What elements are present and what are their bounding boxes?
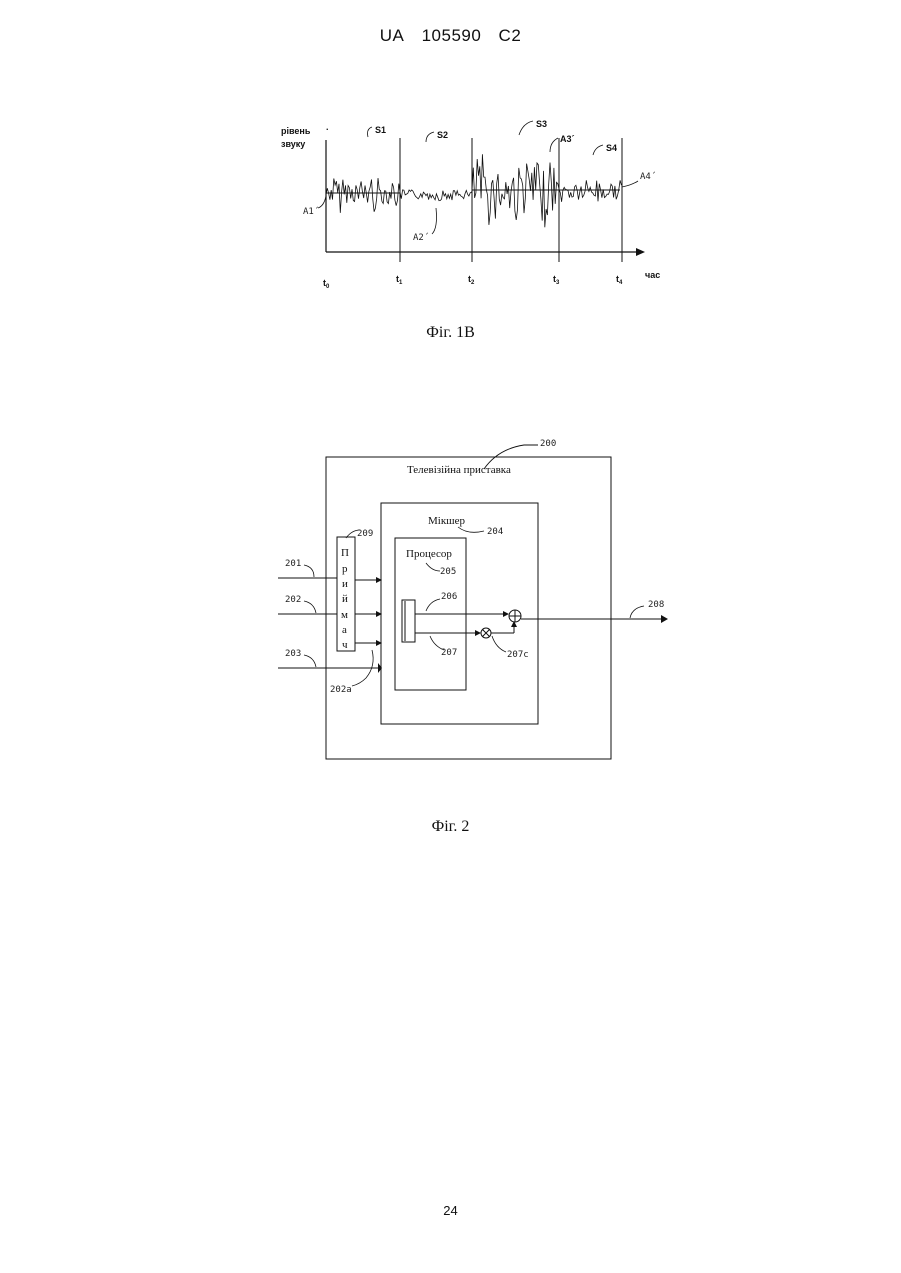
- figure-1b-caption: Фіг. 1В: [0, 324, 901, 342]
- receiver-letter-2: р: [342, 563, 348, 575]
- ref-206: 206: [441, 592, 457, 602]
- a3-leader: [550, 138, 558, 152]
- s4-leader: [593, 145, 603, 155]
- ref-208: 208: [648, 600, 664, 610]
- ref-201-leader: [304, 565, 314, 577]
- receiver-letter-4: й: [342, 593, 348, 605]
- y-label-line1: рівень: [281, 126, 311, 136]
- receiver-letter-1: П: [341, 547, 349, 559]
- page-number: 24: [0, 1203, 901, 1218]
- ref-209: 209: [357, 529, 373, 539]
- level-label-a3: A3´: [560, 134, 575, 144]
- y-label-line2: звуку: [281, 139, 305, 149]
- x-axis-arrow: [636, 248, 645, 256]
- dot-mark: .: [326, 122, 329, 132]
- tick-t1: t1: [396, 274, 403, 286]
- signal-label-s1: S1: [375, 125, 386, 135]
- ref-208-leader: [630, 606, 644, 618]
- receiver-letter-6: а: [342, 624, 347, 636]
- s3-leader: [519, 121, 533, 135]
- tick-t4: t4: [616, 274, 623, 286]
- ref-205: 205: [440, 567, 456, 577]
- ref-206-leader: [426, 599, 440, 611]
- ref-203: 203: [285, 649, 301, 659]
- processor-title: Процесор: [406, 548, 452, 560]
- receiver-letter-7: ч: [342, 639, 348, 651]
- ref-204-leader: [458, 527, 484, 532]
- tick-t0: t0: [323, 278, 330, 290]
- ref-203-leader: [304, 655, 316, 667]
- ref-202-leader: [304, 601, 316, 613]
- level-label-a4: A4´: [640, 171, 656, 182]
- ref-207c: 207c: [507, 650, 529, 660]
- signal-path-207-arrow: [475, 630, 481, 636]
- ref-205-leader: [426, 563, 440, 571]
- signal-label-s4: S4: [606, 143, 617, 153]
- s2-leader: [426, 132, 434, 142]
- level-label-a1: A1´: [303, 206, 319, 217]
- signal-path-206-arrow: [503, 611, 509, 617]
- ref-201: 201: [285, 559, 301, 569]
- ref-200: 200: [540, 439, 556, 449]
- mixer-title: Мікшер: [428, 515, 466, 527]
- receiver-letter-5: м: [341, 609, 348, 621]
- ref-204: 204: [487, 527, 503, 537]
- tick-t2: t2: [468, 274, 475, 286]
- ref-202: 202: [285, 595, 301, 605]
- output-arrow: [661, 615, 668, 623]
- signal-label-s2: S2: [437, 130, 448, 140]
- set-top-box-title: Телевізійна приставка: [407, 464, 511, 476]
- tick-t3: t3: [553, 274, 560, 286]
- ref-207c-leader: [492, 636, 506, 652]
- x-axis-label: час: [645, 270, 660, 280]
- a2-leader: [432, 208, 437, 234]
- s1-leader: [368, 127, 373, 137]
- processing-block: [402, 600, 415, 642]
- figure-2-caption: Фіг. 2: [0, 818, 901, 836]
- ref-207: 207: [441, 648, 457, 658]
- receiver-letter-3: и: [342, 578, 348, 590]
- level-label-a2: A2´: [413, 232, 429, 243]
- signal-label-s3: S3: [536, 119, 547, 129]
- a4-leader: [622, 181, 638, 187]
- set-top-box-frame: [326, 457, 611, 759]
- ref-202a: 202a: [330, 685, 352, 695]
- sound-waveform: [326, 154, 621, 227]
